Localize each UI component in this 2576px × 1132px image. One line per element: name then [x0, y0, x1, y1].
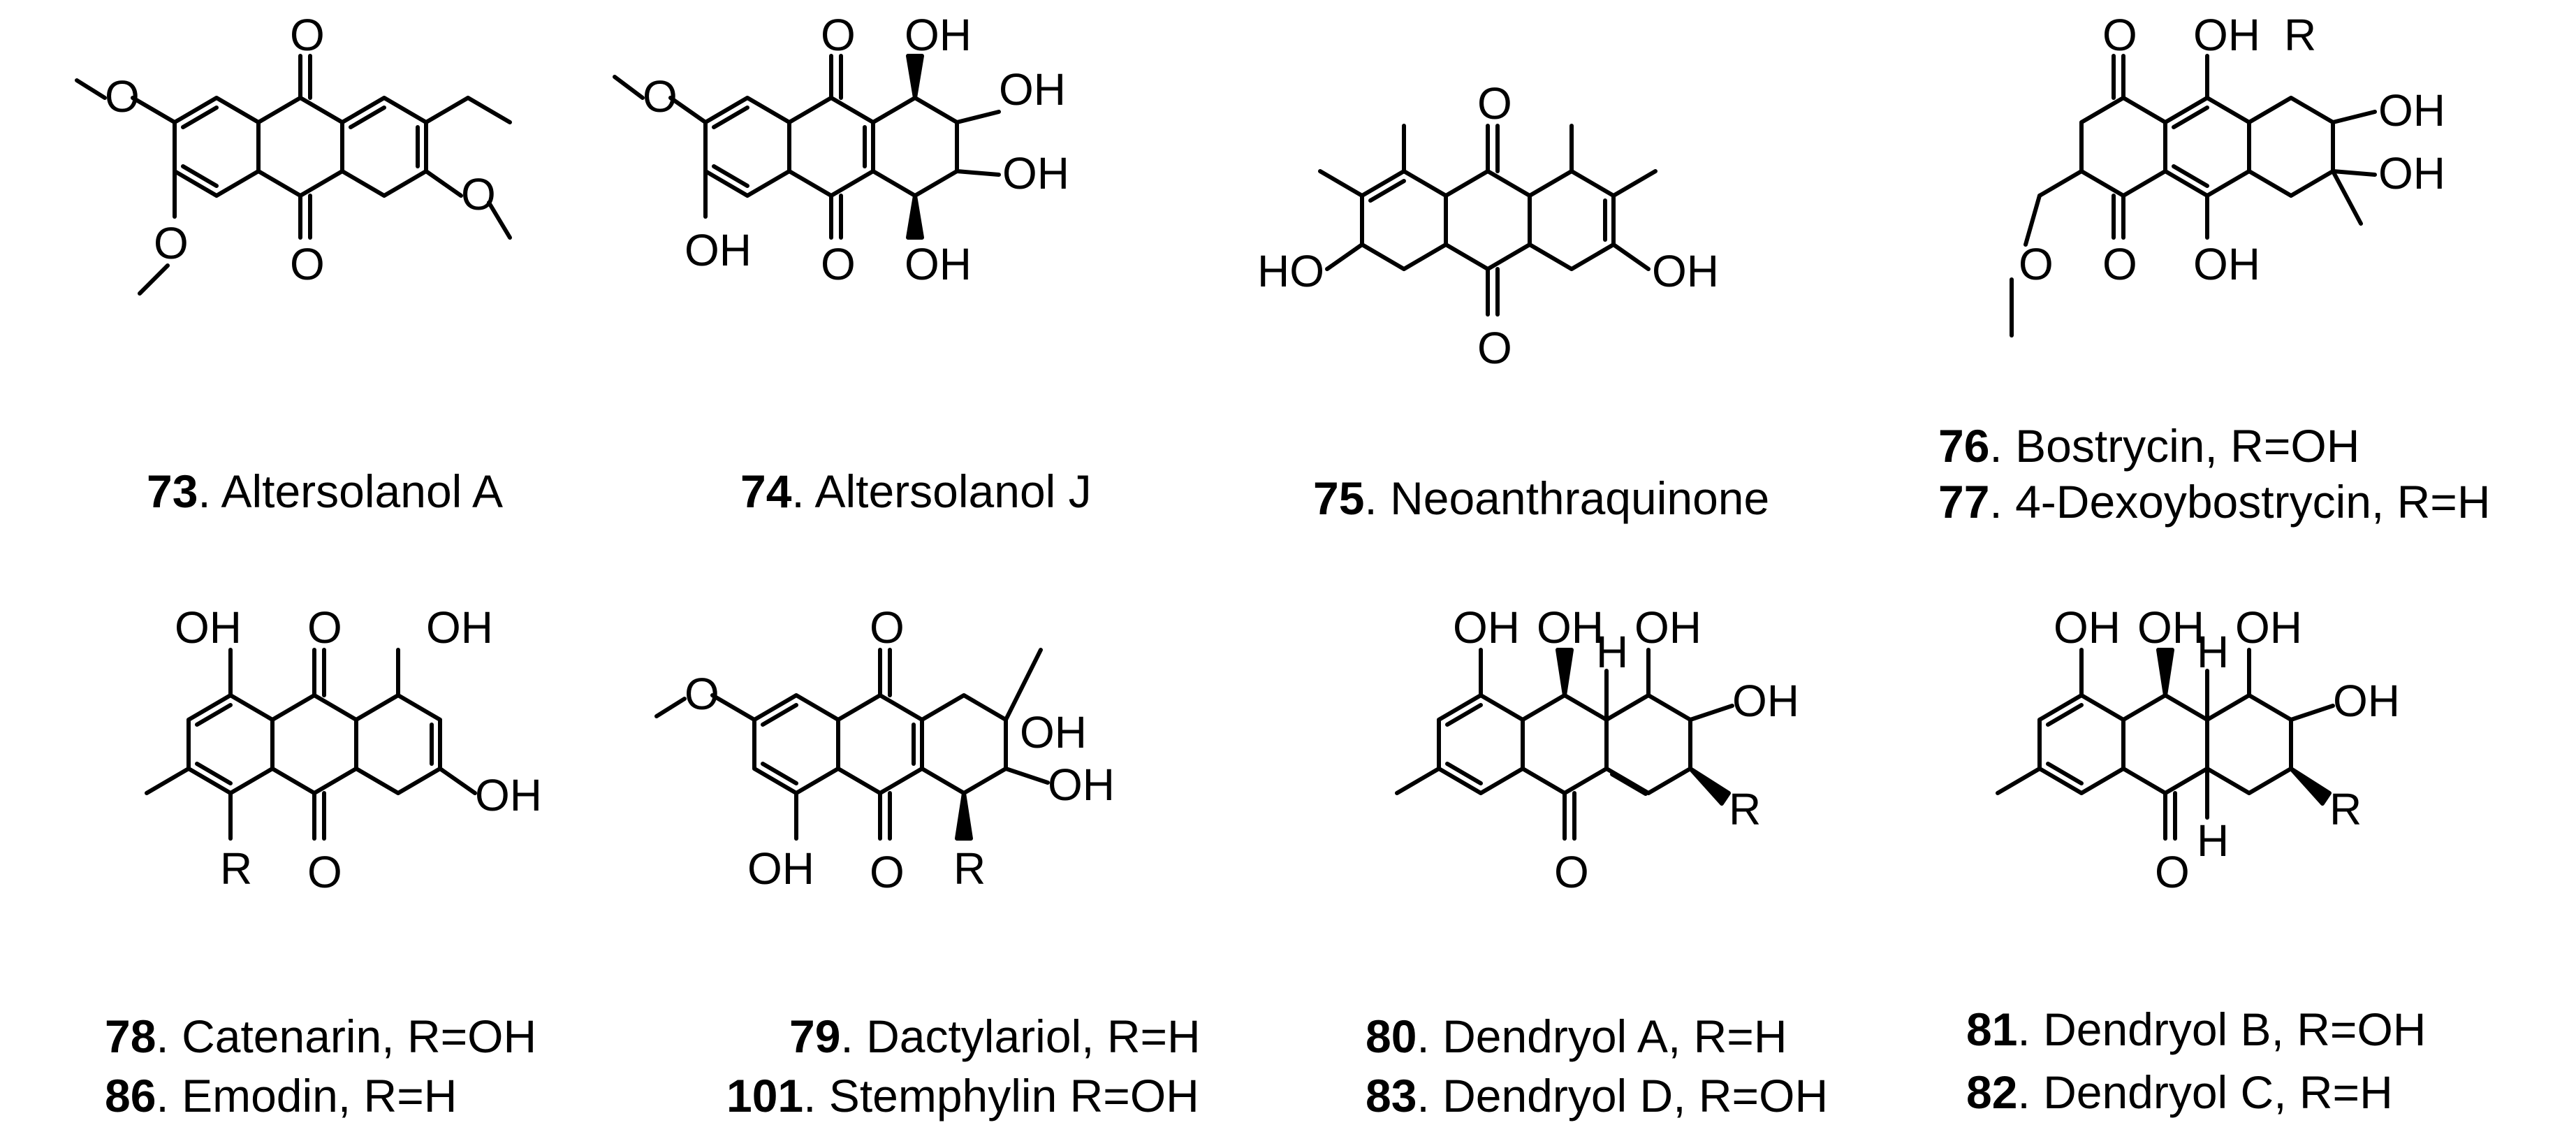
structure-81: O OH OH H H OH OH R — [1996, 602, 2400, 897]
caption-81: 81. Dendryol B, R=OH — [1966, 1003, 2427, 1055]
caption-101: 101. Stemphylin R=OH — [726, 1070, 1199, 1122]
bonds-79 — [654, 648, 1050, 841]
caption-83: 83. Dendryol D, R=OH — [1366, 1070, 1829, 1122]
atom-label: R — [1729, 784, 1761, 834]
atom-label: O — [154, 218, 189, 268]
stereo-wedge — [1556, 648, 1574, 697]
atom-label: OH — [1537, 602, 1604, 653]
structure-75: O O HO OH — [1257, 78, 1719, 373]
atom-label: OH — [905, 10, 972, 60]
atom-label: O — [1477, 323, 1512, 373]
atom-label: OH — [1453, 602, 1520, 653]
atom-label: O — [2102, 239, 2137, 289]
bonds-81 — [1996, 648, 2335, 841]
bonds-80 — [1395, 648, 1734, 841]
structure-73: O O O O O — [75, 10, 512, 296]
caption-76: 76. Bostrycin, R=OH — [1938, 420, 2360, 472]
atom-label: H — [2197, 627, 2229, 677]
structure-76: O O O OH OH R OH OH — [2010, 10, 2445, 338]
caption-73: 73. Altersolanol A — [147, 465, 504, 517]
atom-label: OH — [905, 239, 972, 289]
stereo-wedge — [906, 54, 924, 100]
structure-80: O OH OH H OH OH R — [1395, 602, 1799, 897]
atom-label: O — [2019, 239, 2054, 289]
stereo-wedge — [955, 791, 973, 841]
atom-label: R — [220, 843, 252, 894]
atom-label: O — [1554, 847, 1589, 897]
bonds-74 — [613, 54, 1001, 240]
atom-label: O — [643, 71, 678, 122]
atom-label: O — [105, 71, 140, 122]
atom-label: OH — [2054, 602, 2121, 653]
atom-label: OH — [175, 602, 242, 653]
atom-label: OH — [747, 843, 814, 894]
atom-label: OH — [1732, 676, 1799, 726]
atom-label: O — [870, 602, 905, 653]
atom-label: OH — [1048, 760, 1115, 810]
atom-label: O — [821, 239, 856, 289]
atom-label: OH — [2333, 676, 2400, 726]
atom-label: O — [685, 669, 719, 719]
stereo-wedge — [2156, 648, 2174, 697]
stereo-wedge — [1688, 767, 1731, 806]
atom-label: O — [307, 602, 342, 653]
atom-label: O — [2155, 847, 2190, 897]
atom-label: HO — [1257, 246, 1324, 296]
atom-label: H — [2197, 815, 2229, 866]
atom-label: O — [290, 10, 325, 60]
atom-label: O — [2102, 10, 2137, 60]
atom-label: OH — [426, 602, 493, 653]
atom-label: OH — [2193, 239, 2260, 289]
atom-label: R — [2284, 10, 2316, 60]
stereo-wedge — [906, 194, 924, 240]
caption-80: 80. Dendryol A, R=H — [1366, 1010, 1787, 1062]
caption-75: 75. Neoanthraquinone — [1313, 472, 1770, 524]
atom-label: O — [461, 169, 496, 219]
atom-label: O — [870, 847, 905, 897]
bonds-78 — [145, 648, 477, 841]
atom-label: O — [821, 10, 856, 60]
bonds-75 — [1318, 124, 1657, 317]
caption-79: 79. Dactylariol, R=H — [789, 1010, 1201, 1062]
atom-label: OH — [1020, 707, 1087, 757]
atom-label: OH — [1634, 602, 1702, 653]
caption-78: 78. Catenarin, R=OH — [105, 1010, 537, 1062]
stereo-wedge — [2289, 767, 2332, 806]
caption-77: 77. 4-Dexoybostrycin, R=H — [1938, 476, 2491, 528]
atom-label: H — [1596, 627, 1628, 677]
atom-label: OH — [2378, 85, 2445, 136]
atom-label: O — [307, 847, 342, 897]
caption-82: 82. Dendryol C, R=H — [1966, 1066, 2393, 1118]
bonds-73 — [75, 54, 512, 296]
atom-label: OH — [475, 770, 542, 820]
structure-74: O O O OH OH OH OH OH — [613, 10, 1069, 289]
structure-79: O O O OH OH OH R — [654, 602, 1115, 897]
structure-78: O O OH OH OH R — [145, 602, 542, 897]
atom-label: R — [953, 843, 986, 894]
caption-86: 86. Emodin, R=H — [105, 1070, 458, 1122]
atom-label: OH — [2137, 602, 2204, 653]
atom-label: O — [290, 239, 325, 289]
atom-label: OH — [685, 225, 752, 275]
atom-label: OH — [2235, 602, 2302, 653]
atom-label: OH — [1002, 148, 1069, 198]
atom-label: OH — [1652, 246, 1719, 296]
atom-label: OH — [2193, 10, 2260, 60]
bonds-76 — [2010, 54, 2377, 338]
atom-label: R — [2329, 784, 2362, 834]
atom-label: OH — [999, 64, 1066, 115]
caption-74: 74. Altersolanol J — [740, 465, 1092, 517]
atom-label: OH — [2378, 148, 2445, 198]
atom-label: O — [1477, 78, 1512, 129]
